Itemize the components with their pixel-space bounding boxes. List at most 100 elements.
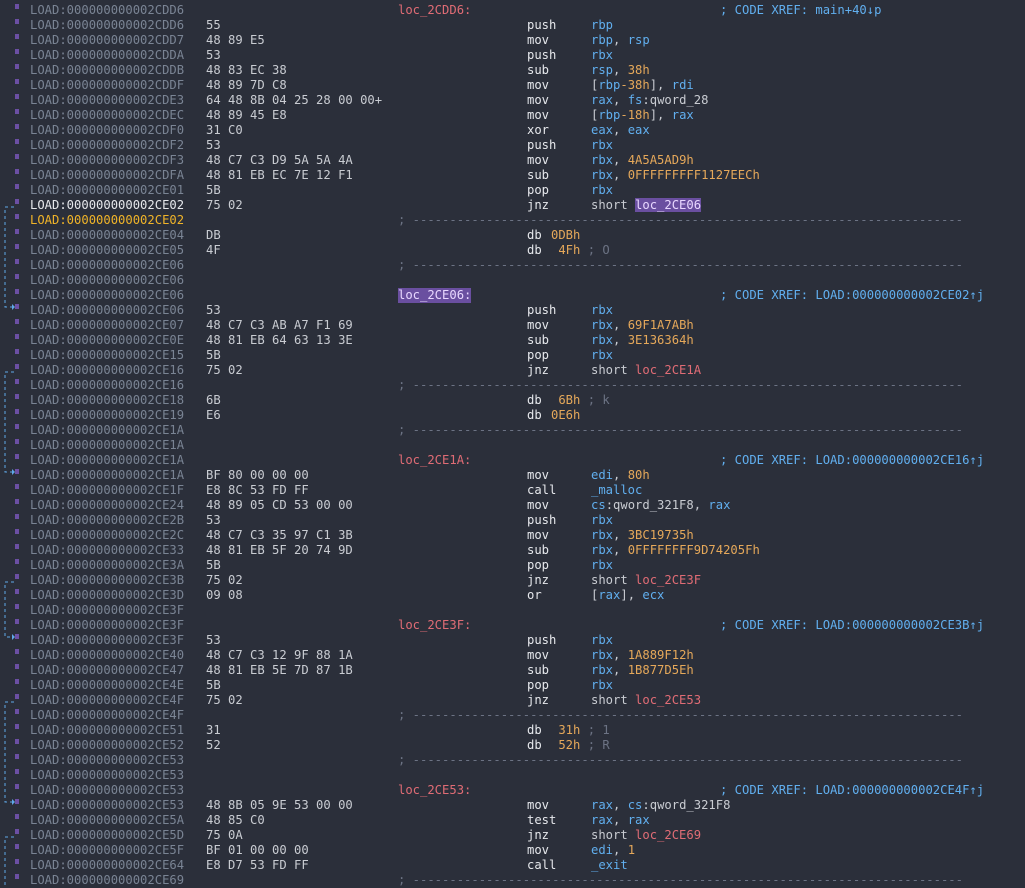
code-label[interactable]: loc_2CDD6: [398,3,472,17]
listing-line[interactable]: LOAD:000000000002CDD6 loc_2CDD6: ; CODE XR… [0,3,1025,18]
xref-comment[interactable]: ; CODE XREF: LOAD:000000000002CE02↑j [720,288,985,302]
operand-symbol-link[interactable]: loc_2CE69 [635,828,702,842]
operand-symbol-link[interactable]: loc_2CE53 [635,693,702,707]
line-address[interactable]: LOAD:000000000002CE07 [30,318,185,332]
line-address[interactable]: LOAD:000000000002CDDF [30,78,185,92]
line-address[interactable]: LOAD:000000000002CE5F [30,843,185,857]
listing-line[interactable]: LOAD:000000000002CE53 [0,768,1025,783]
line-address[interactable]: LOAD:000000000002CE3B [30,573,185,587]
line-address[interactable]: LOAD:000000000002CE52 [30,738,185,752]
line-address[interactable]: LOAD:000000000002CE05 [30,243,185,257]
operand-symbol-link[interactable]: loc_2CE3F [635,573,702,587]
line-address[interactable]: LOAD:000000000002CE53 [30,768,185,782]
line-address[interactable]: LOAD:000000000002CE1A [30,468,185,482]
listing-line[interactable]: LOAD:000000000002CE06; -----------------… [0,258,1025,273]
listing-line[interactable]: LOAD:000000000002CE69; -----------------… [0,873,1025,888]
line-address[interactable]: LOAD:000000000002CE1F [30,483,185,497]
listing-line[interactable]: LOAD:000000000002CE53; -----------------… [0,753,1025,768]
line-address[interactable]: LOAD:000000000002CE16 [30,363,185,377]
code-label[interactable]: loc_2CE3F: [398,618,472,632]
xref-comment[interactable]: ; CODE XREF: main+40↓p [720,3,882,17]
xref-comment[interactable]: ; CODE XREF: LOAD:000000000002CE16↑j [720,453,985,467]
listing-line[interactable]: LOAD:000000000002CE4F; -----------------… [0,708,1025,723]
line-address[interactable]: LOAD:000000000002CE01 [30,183,185,197]
line-address[interactable]: LOAD:000000000002CE3F [30,618,185,632]
line-address[interactable]: LOAD:000000000002CE51 [30,723,185,737]
xref-comment[interactable]: ; CODE XREF: LOAD:000000000002CE3B↑j [720,618,985,632]
code-label[interactable]: loc_2CE1A: [398,453,472,467]
line-address[interactable]: LOAD:000000000002CE4F [30,693,185,707]
line-address[interactable]: LOAD:000000000002CDD6 [30,18,185,32]
listing-line[interactable]: LOAD:000000000002CE1A loc_2CE1A: ; CODE XR… [0,453,1025,468]
line-address[interactable]: LOAD:000000000002CE4F [30,708,185,722]
line-address[interactable]: LOAD:000000000002CE5A [30,813,185,827]
line-address[interactable]: LOAD:000000000002CDE3 [30,93,185,107]
line-address[interactable]: LOAD:000000000002CE19 [30,408,185,422]
line-address[interactable]: LOAD:000000000002CE64 [30,858,185,872]
line-address[interactable]: LOAD:000000000002CE40 [30,648,185,662]
listing-line[interactable]: LOAD:000000000002CE06 [0,273,1025,288]
line-address[interactable]: LOAD:000000000002CE06 [30,273,185,287]
line-address[interactable]: LOAD:000000000002CDD6 [30,3,185,17]
listing-line[interactable]: LOAD:000000000002CE02; -----------------… [0,213,1025,228]
listing-line[interactable]: LOAD:000000000002CE3F loc_2CE3F: ; CODE XR… [0,618,1025,633]
line-address[interactable]: LOAD:000000000002CE06 [30,303,185,317]
line-address[interactable]: LOAD:000000000002CE3F [30,633,185,647]
line-address[interactable]: LOAD:000000000002CE69 [30,873,185,887]
line-address[interactable]: LOAD:000000000002CE0E [30,333,185,347]
listing-line[interactable]: LOAD:000000000002CE3F [0,603,1025,618]
line-address[interactable]: LOAD:000000000002CDDA [30,48,185,62]
listing-line[interactable]: LOAD:000000000002CE16; -----------------… [0,378,1025,393]
line-address[interactable]: LOAD:000000000002CDFA [30,168,185,182]
line-address[interactable]: LOAD:000000000002CDF2 [30,138,185,152]
line-address[interactable]: LOAD:000000000002CE1A [30,453,185,467]
line-address[interactable]: LOAD:000000000002CDF0 [30,123,185,137]
line-address[interactable]: LOAD:000000000002CE24 [30,498,185,512]
operand-symbol-link[interactable]: loc_2CE1A [635,363,702,377]
line-address[interactable]: LOAD:000000000002CDF3 [30,153,185,167]
line-address[interactable]: LOAD:000000000002CE33 [30,543,185,557]
code-label[interactable]: loc_2CE53: [398,783,472,797]
listing-line[interactable]: LOAD:000000000002CE1A; -----------------… [0,423,1025,438]
line-address[interactable]: LOAD:000000000002CE3A [30,558,185,572]
line-address[interactable]: LOAD:000000000002CE06 [30,258,185,272]
line-address[interactable]: LOAD:000000000002CE3D [30,588,185,602]
line-address[interactable]: LOAD:000000000002CDEC [30,108,185,122]
line-address[interactable]: LOAD:000000000002CE04 [30,228,185,242]
